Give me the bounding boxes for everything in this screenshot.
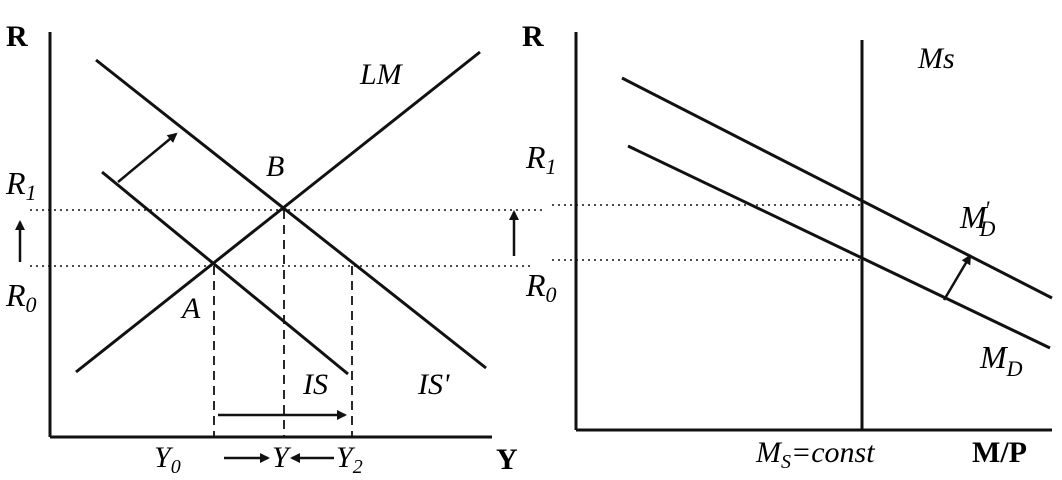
is-shift-arrow	[117, 132, 178, 183]
is-label: IS	[302, 368, 328, 401]
left-panel: R Y B A LM IS IS' R1 R0 Y0 Y Y2	[5, 20, 545, 478]
right-y-axis-label: R	[522, 20, 544, 53]
point-b-label: B	[266, 150, 284, 183]
is-prime-curve	[95, 58, 487, 370]
is-curve	[101, 170, 349, 376]
md-curve	[627, 144, 1051, 350]
right-x-axis-label: M/P	[972, 436, 1027, 469]
y2-label: Y2	[336, 441, 363, 478]
left-x-axis-label: Y	[496, 443, 518, 476]
right-r0-label: R0	[525, 267, 557, 307]
is-prime-label: IS'	[417, 368, 450, 401]
y-label: Y	[272, 441, 292, 474]
right-r1-label: R1	[525, 139, 557, 179]
md-label: MD	[979, 339, 1023, 381]
md-prime-curve	[621, 76, 1053, 300]
right-panel: R M/P Ms R1 R0 M′D MD MS=const	[522, 20, 1053, 473]
ms-label: Ms	[917, 42, 955, 75]
left-y-axis-label: R	[6, 20, 28, 53]
left-r1-label: R1	[5, 165, 37, 205]
lm-curve	[75, 50, 481, 374]
ms-const-label: MS=const	[755, 436, 875, 473]
md-prime-label: M′D	[959, 196, 995, 241]
y0-label: Y0	[154, 441, 181, 478]
left-r0-label: R0	[5, 277, 37, 317]
lm-label: LM	[359, 58, 404, 91]
point-a-label: A	[180, 292, 201, 325]
md-shift-arrow	[942, 254, 972, 301]
